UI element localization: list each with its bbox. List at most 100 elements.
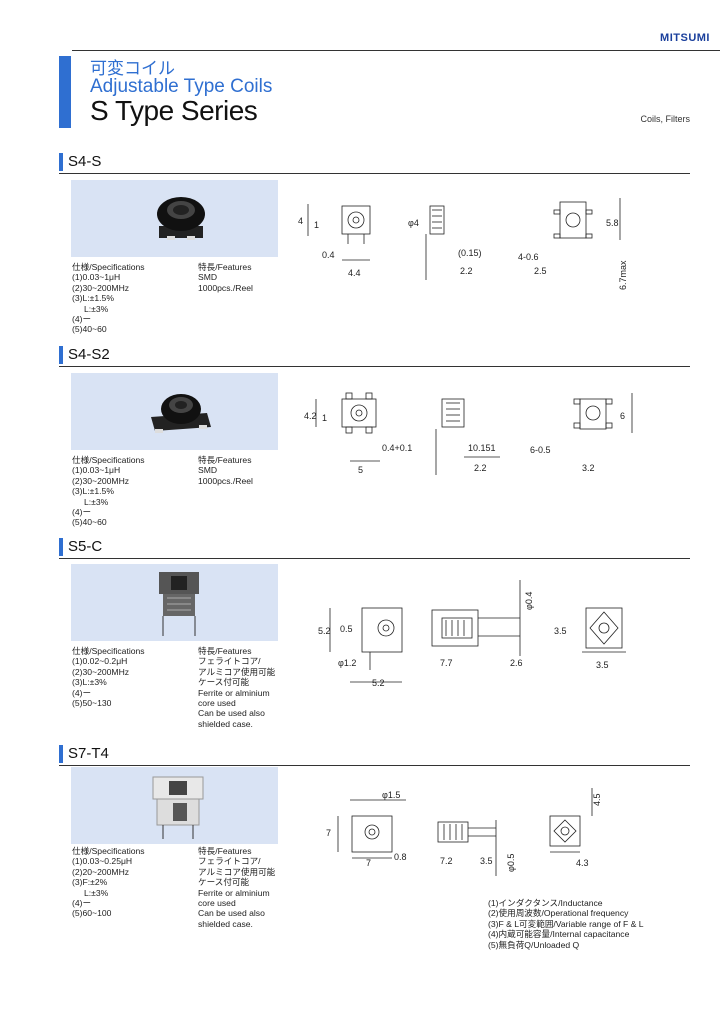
spec-item: (4)ー <box>72 314 92 325</box>
feature-item: ケース付可能 <box>198 877 250 888</box>
dim-label: (0.15) <box>458 248 482 258</box>
dim-label: 4.3 <box>576 858 589 868</box>
spec-item: (1)0.02~0.2μH <box>72 656 128 667</box>
feature-item: SMD <box>198 465 218 476</box>
coil-image <box>152 776 204 839</box>
spec-list: 仕様/Specifications (1)0.02~0.2μH (2)30~20… <box>72 646 145 708</box>
feature-item: アルミコア使用可能 <box>198 866 276 877</box>
spec-item: (2)30~200MHz <box>72 282 130 293</box>
footnote-item: (3)F & L可変範囲/Variable range of F & L <box>488 918 644 929</box>
footnote-item: (4)内蔵可能容量/Internal capacitance <box>488 929 630 940</box>
dim-label: 2.2 <box>460 266 473 276</box>
dim-label: 7.7 <box>440 658 453 668</box>
product-photo-s4-s2 <box>71 373 278 450</box>
dim-label: φ0.5 <box>506 854 516 872</box>
dim-label: 1 <box>322 413 327 423</box>
dim-label: 0.4 <box>322 250 335 260</box>
spec-item: (1)0.03~1μH <box>72 465 121 476</box>
spec-header: 仕様/Specifications <box>72 646 145 656</box>
feature-header: 特長/Features <box>198 646 252 656</box>
coil-image <box>159 572 199 636</box>
section-title-s7-t4: S7-T4 <box>68 745 109 762</box>
product-photo-s7-t4 <box>71 767 278 844</box>
section-accent-bar <box>59 745 63 763</box>
dim-label: 2.5 <box>534 266 547 276</box>
section-divider <box>59 366 690 367</box>
dim-label: 0.4+0.1 <box>382 443 412 453</box>
spec-item: (5)60~100 <box>72 908 112 919</box>
dim-label: 7 <box>326 828 331 838</box>
dim-label: 3.2 <box>582 463 595 473</box>
category-label: Coils, Filters <box>640 114 690 124</box>
section-title-s4-s: S4-S <box>68 153 102 170</box>
feature-item: core used <box>198 898 236 909</box>
spec-item: (1)0.03~1μH <box>72 272 121 283</box>
coil-image <box>157 197 205 240</box>
dimension-drawing-s7-t4: φ1.5 7 7 0.8 7.2 3.5 φ0.5 4.5 4.3 <box>326 788 602 876</box>
dimension-drawing-s5-c: 5.2 0.5 φ1.2 5.2 φ0.4 7.7 2.6 3.5 3.5 <box>318 580 626 688</box>
dim-label: 2.6 <box>510 658 523 668</box>
spec-list: 仕様/Specifications (1)0.03~1μH (2)30~200M… <box>72 455 145 528</box>
feature-list: 特長/Features フェライトコア/ アルミコア使用可能 ケース付可能 Fe… <box>198 646 275 729</box>
spec-item: L:±3% <box>84 496 109 507</box>
dim-label: 7.2 <box>440 856 453 866</box>
dim-label: 0.8 <box>394 852 407 862</box>
dim-label: φ4 <box>408 218 419 228</box>
spec-item: (1)0.03~0.25μH <box>72 856 133 867</box>
spec-item: (5)40~60 <box>72 324 107 335</box>
coil-image <box>151 394 211 433</box>
feature-item: Ferrite or alminium <box>198 687 270 698</box>
feature-list: 特長/Features SMD 1000pcs./Reel <box>198 262 253 293</box>
footnote-legend: (1)インダクタンス/Inductance (2)使用周波数/Operation… <box>488 898 644 950</box>
product-photo-s5-c <box>71 564 278 641</box>
feature-item: Ferrite or alminium <box>198 887 270 898</box>
spec-item: L:±3% <box>84 887 109 898</box>
spec-item: (5)40~60 <box>72 517 107 528</box>
feature-header: 特長/Features <box>198 262 252 272</box>
footnote-item: (1)インダクタンス/Inductance <box>488 898 603 908</box>
section-title-s4-s2: S4-S2 <box>68 346 110 363</box>
dim-label: 2.2 <box>474 463 487 473</box>
spec-header: 仕様/Specifications <box>72 455 145 465</box>
feature-header: 特長/Features <box>198 846 252 856</box>
page-title: S Type Series <box>90 95 258 126</box>
product-photo-s4-s <box>71 180 278 257</box>
spec-item: (5)50~130 <box>72 698 112 709</box>
spec-item: (2)30~200MHz <box>72 666 130 677</box>
dim-label: 3.5 <box>596 660 609 670</box>
feature-item: core used <box>198 698 236 709</box>
spec-list: 仕様/Specifications (1)0.03~0.25μH (2)20~2… <box>72 846 145 919</box>
feature-item: 1000pcs./Reel <box>198 282 253 293</box>
dim-label: 6.7max <box>618 260 628 290</box>
dim-label: 4-0.6 <box>518 252 539 262</box>
title-english: Adjustable Type Coils <box>90 76 273 97</box>
dim-label: 1 <box>314 220 319 230</box>
dim-label: 5.2 <box>318 626 331 636</box>
feature-item: Can be used also <box>198 908 265 919</box>
dimension-drawing-s4-s: 4 1 0.4 4.4 φ4 (0.15) 2.2 4-0.6 2.5 5.8 … <box>298 198 628 290</box>
feature-item: アルミコア使用可能 <box>198 666 276 677</box>
feature-header: 特長/Features <box>198 455 252 465</box>
dim-label: 3.5 <box>480 856 493 866</box>
dim-label: 4.5 <box>592 793 602 806</box>
spec-header: 仕様/Specifications <box>72 846 145 856</box>
dim-label: 6-0.5 <box>530 445 551 455</box>
title-accent-bar <box>59 56 71 128</box>
spec-item: (2)30~200MHz <box>72 475 130 486</box>
brand-logo: MITSUMI <box>660 32 710 44</box>
top-divider <box>72 50 720 51</box>
feature-item: shielded case. <box>198 718 253 729</box>
feature-item: ケース付可能 <box>198 677 250 688</box>
spec-item: (4)ー <box>72 507 92 518</box>
feature-item: shielded case. <box>198 918 253 929</box>
dim-label: 10.151 <box>468 443 496 453</box>
spec-list: 仕様/Specifications (1)0.03~1μH (2)30~200M… <box>72 262 145 335</box>
feature-item: Can be used also <box>198 708 265 719</box>
feature-list: 特長/Features SMD 1000pcs./Reel <box>198 455 253 486</box>
dim-label: 5.8 <box>606 218 619 228</box>
dim-label: 7 <box>366 858 371 868</box>
spec-item: L:±3% <box>84 303 109 314</box>
dim-label: 0.5 <box>340 624 353 634</box>
feature-item: SMD <box>198 272 218 283</box>
dim-label: 3.5 <box>554 626 567 636</box>
